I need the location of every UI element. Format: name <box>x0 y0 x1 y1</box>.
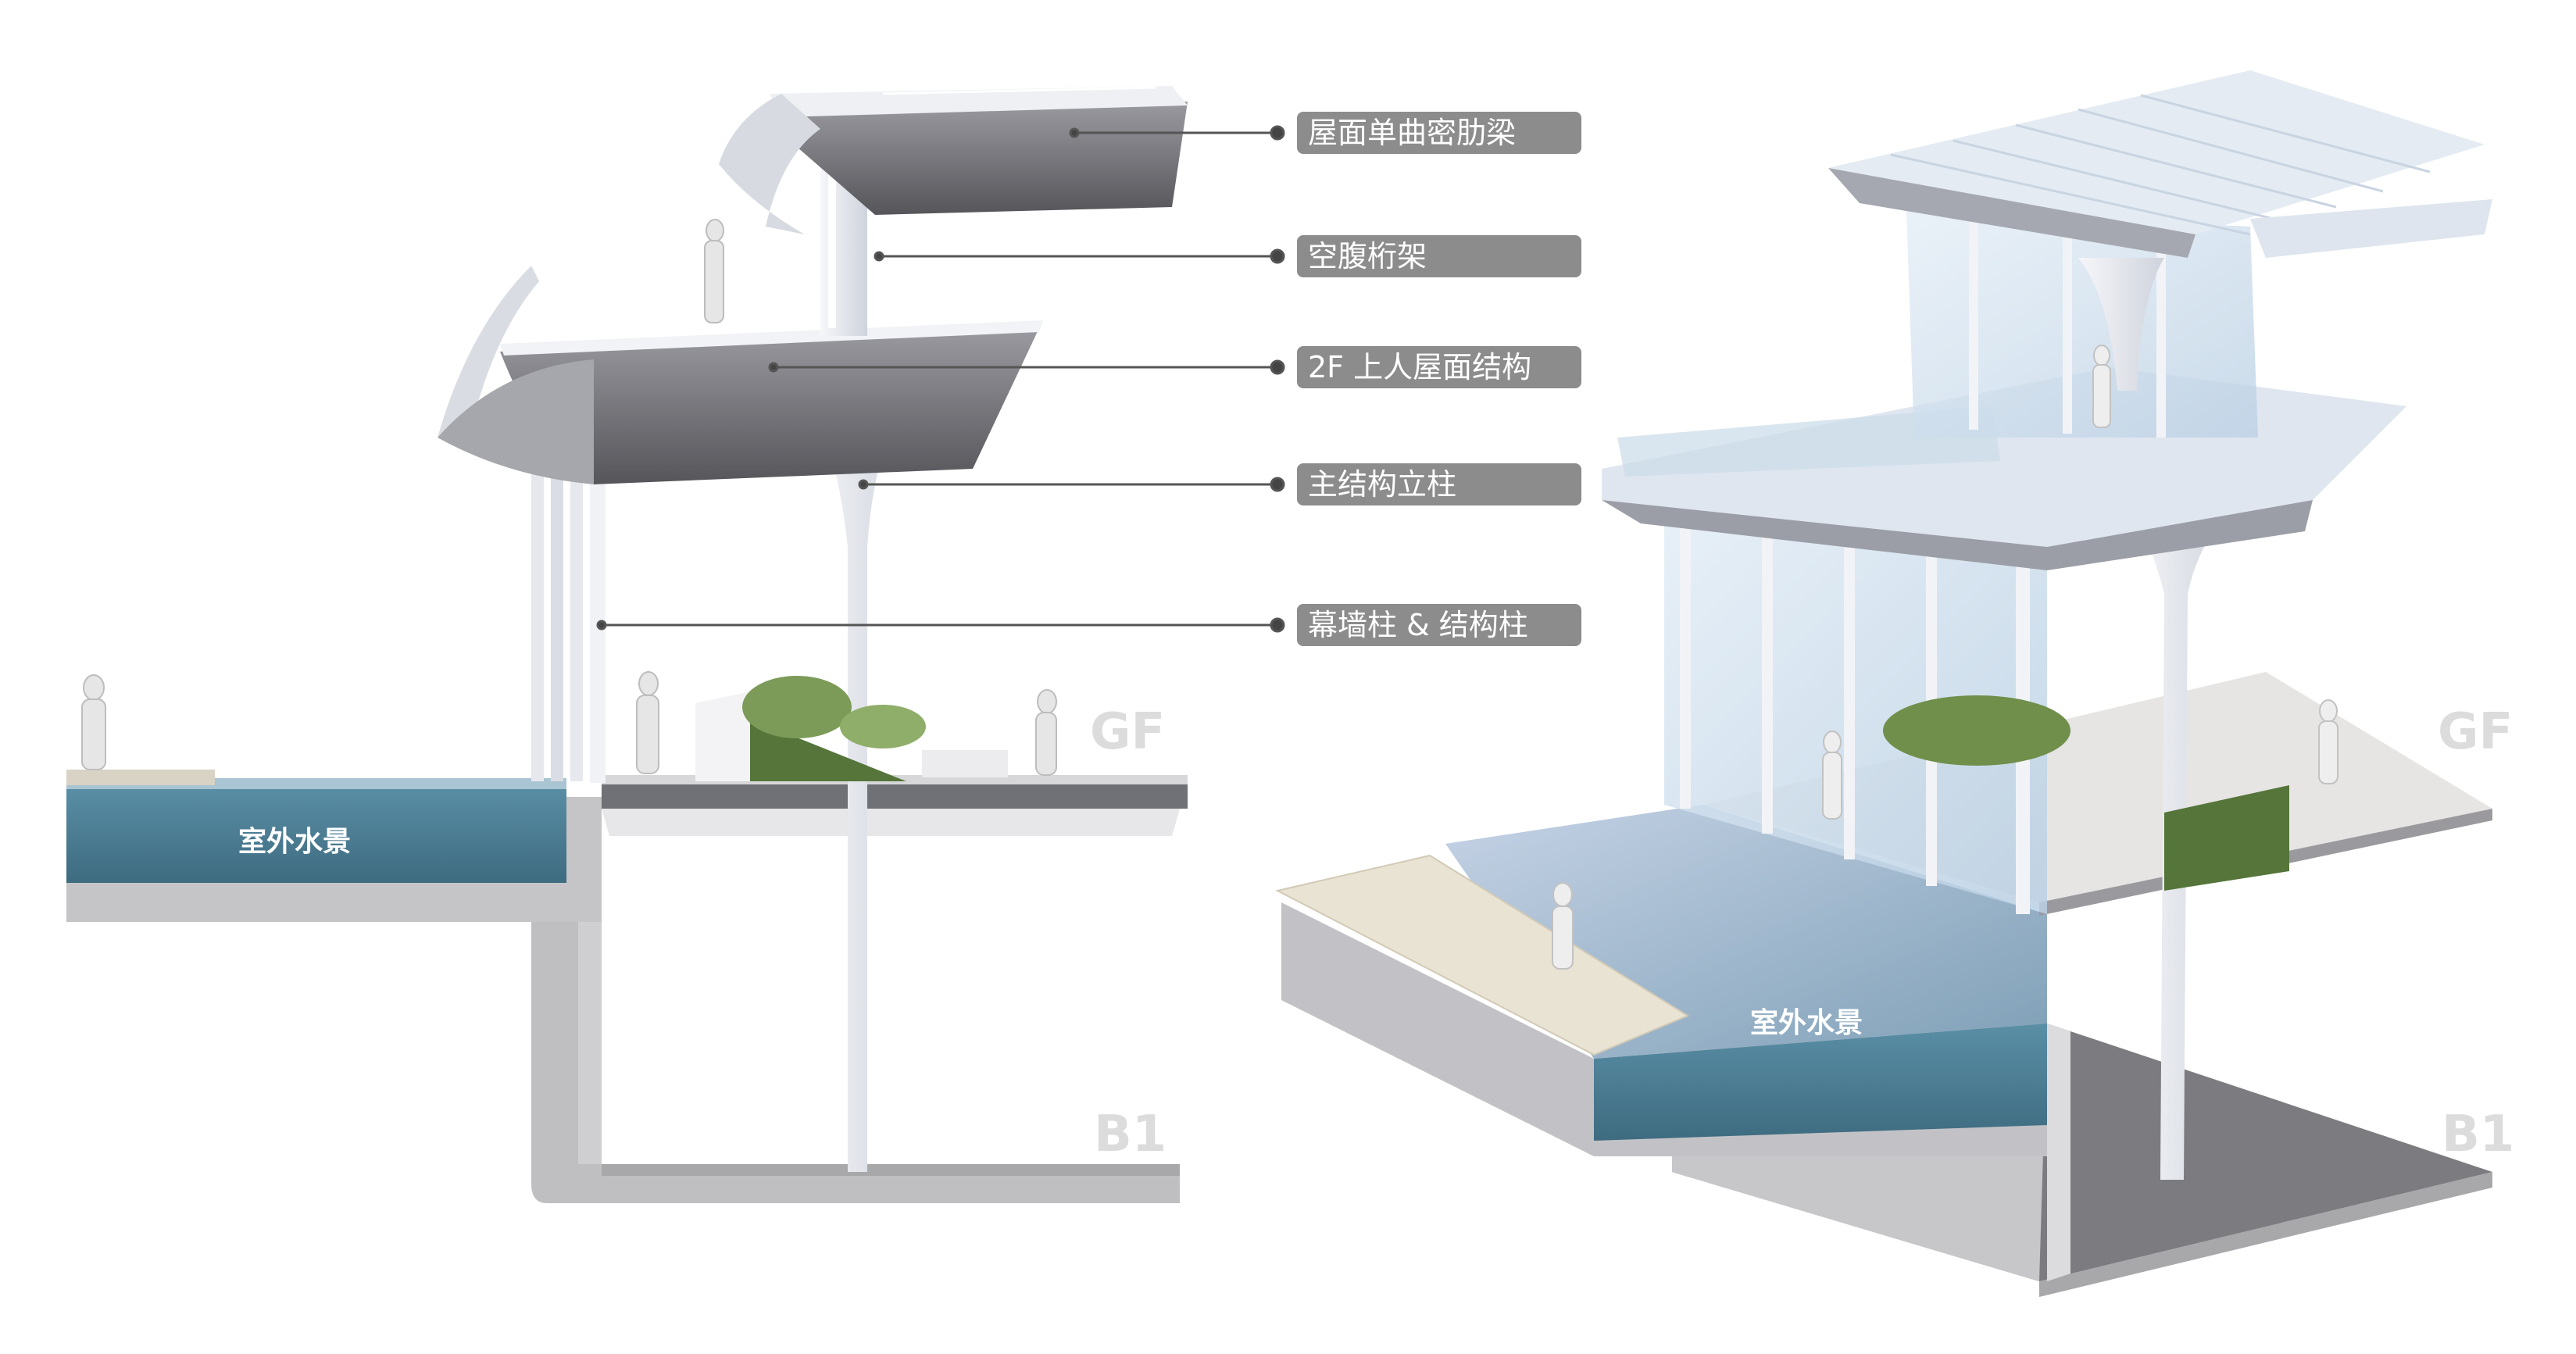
axon-top-roof-fin <box>2250 199 2492 258</box>
axon-2f-slab-underside <box>1602 500 2313 570</box>
axon-b1-recess <box>2047 1024 2070 1281</box>
2f-roof-top-edge <box>500 320 1043 355</box>
right-level-b1: B1 <box>2442 1106 2515 1163</box>
guardrail <box>546 86 1157 326</box>
callout-main-column: 主结构立柱 <box>1297 463 1581 506</box>
axon-upper-column <box>2078 258 2164 391</box>
axon-upper-glass <box>1906 211 2258 438</box>
open-web-truss-post-2 <box>828 125 836 328</box>
callout-curtain-wall-column: 幕墙柱 & 结构柱 <box>1297 604 1581 646</box>
top-roof-slab <box>781 102 1188 215</box>
left-level-b1: B1 <box>1094 1106 1167 1163</box>
axon-roof-seams <box>1890 94 2431 236</box>
axon-stepped-planting <box>2164 785 2289 891</box>
axon-2f-glass-rail <box>1617 406 2000 477</box>
axon-top-roof <box>1828 70 2485 234</box>
axon-vegetation <box>1883 695 2070 766</box>
axon-glass-curtain-wall <box>1664 523 2047 914</box>
gf-slab <box>602 783 1188 809</box>
planter-wall <box>695 691 750 781</box>
top-roof-edge <box>770 86 1188 117</box>
axon-top-roof-underside <box>1828 168 2195 258</box>
left-water-label: 室外水景 <box>238 826 352 858</box>
vegetation-2 <box>840 705 926 748</box>
axon-entry-deck <box>1275 854 1690 1056</box>
2f-canopy-underside <box>438 359 594 484</box>
low-wall <box>922 750 1008 777</box>
main-structural-column <box>805 406 910 1172</box>
left-level-gf: GF <box>1090 703 1166 761</box>
water-pool <box>66 785 566 883</box>
axon-b1-side <box>2039 1172 2492 1297</box>
gf-slab-underside <box>602 809 1180 836</box>
entry-deck <box>66 770 215 785</box>
pool-concrete-base <box>66 797 602 922</box>
left-section-drawing <box>66 86 1285 1203</box>
b1-inner-wall <box>578 922 602 1164</box>
axon-pool-water <box>1594 1024 2047 1141</box>
callout-open-web-truss: 空腹桁架 <box>1297 235 1581 277</box>
callout-2f-roof-structure: 2F 上人屋面结构 <box>1297 346 1581 388</box>
2f-canopy-fin <box>438 266 539 438</box>
callout-roof-rib-beam: 屋面单曲密肋梁 <box>1297 112 1581 154</box>
b1-floor-slab <box>602 1164 1180 1176</box>
axon-upper-mullions <box>1969 219 2166 438</box>
right-axon-drawing <box>1275 70 2492 1297</box>
vegetation <box>742 676 852 738</box>
human-figures <box>81 219 1057 776</box>
right-water-label: 室外水景 <box>1750 1007 1863 1039</box>
top-roof-cantilever <box>719 94 820 234</box>
leader-lines <box>596 125 1285 633</box>
axon-human-figures <box>1552 345 2338 970</box>
right-level-gf: GF <box>2438 703 2513 761</box>
